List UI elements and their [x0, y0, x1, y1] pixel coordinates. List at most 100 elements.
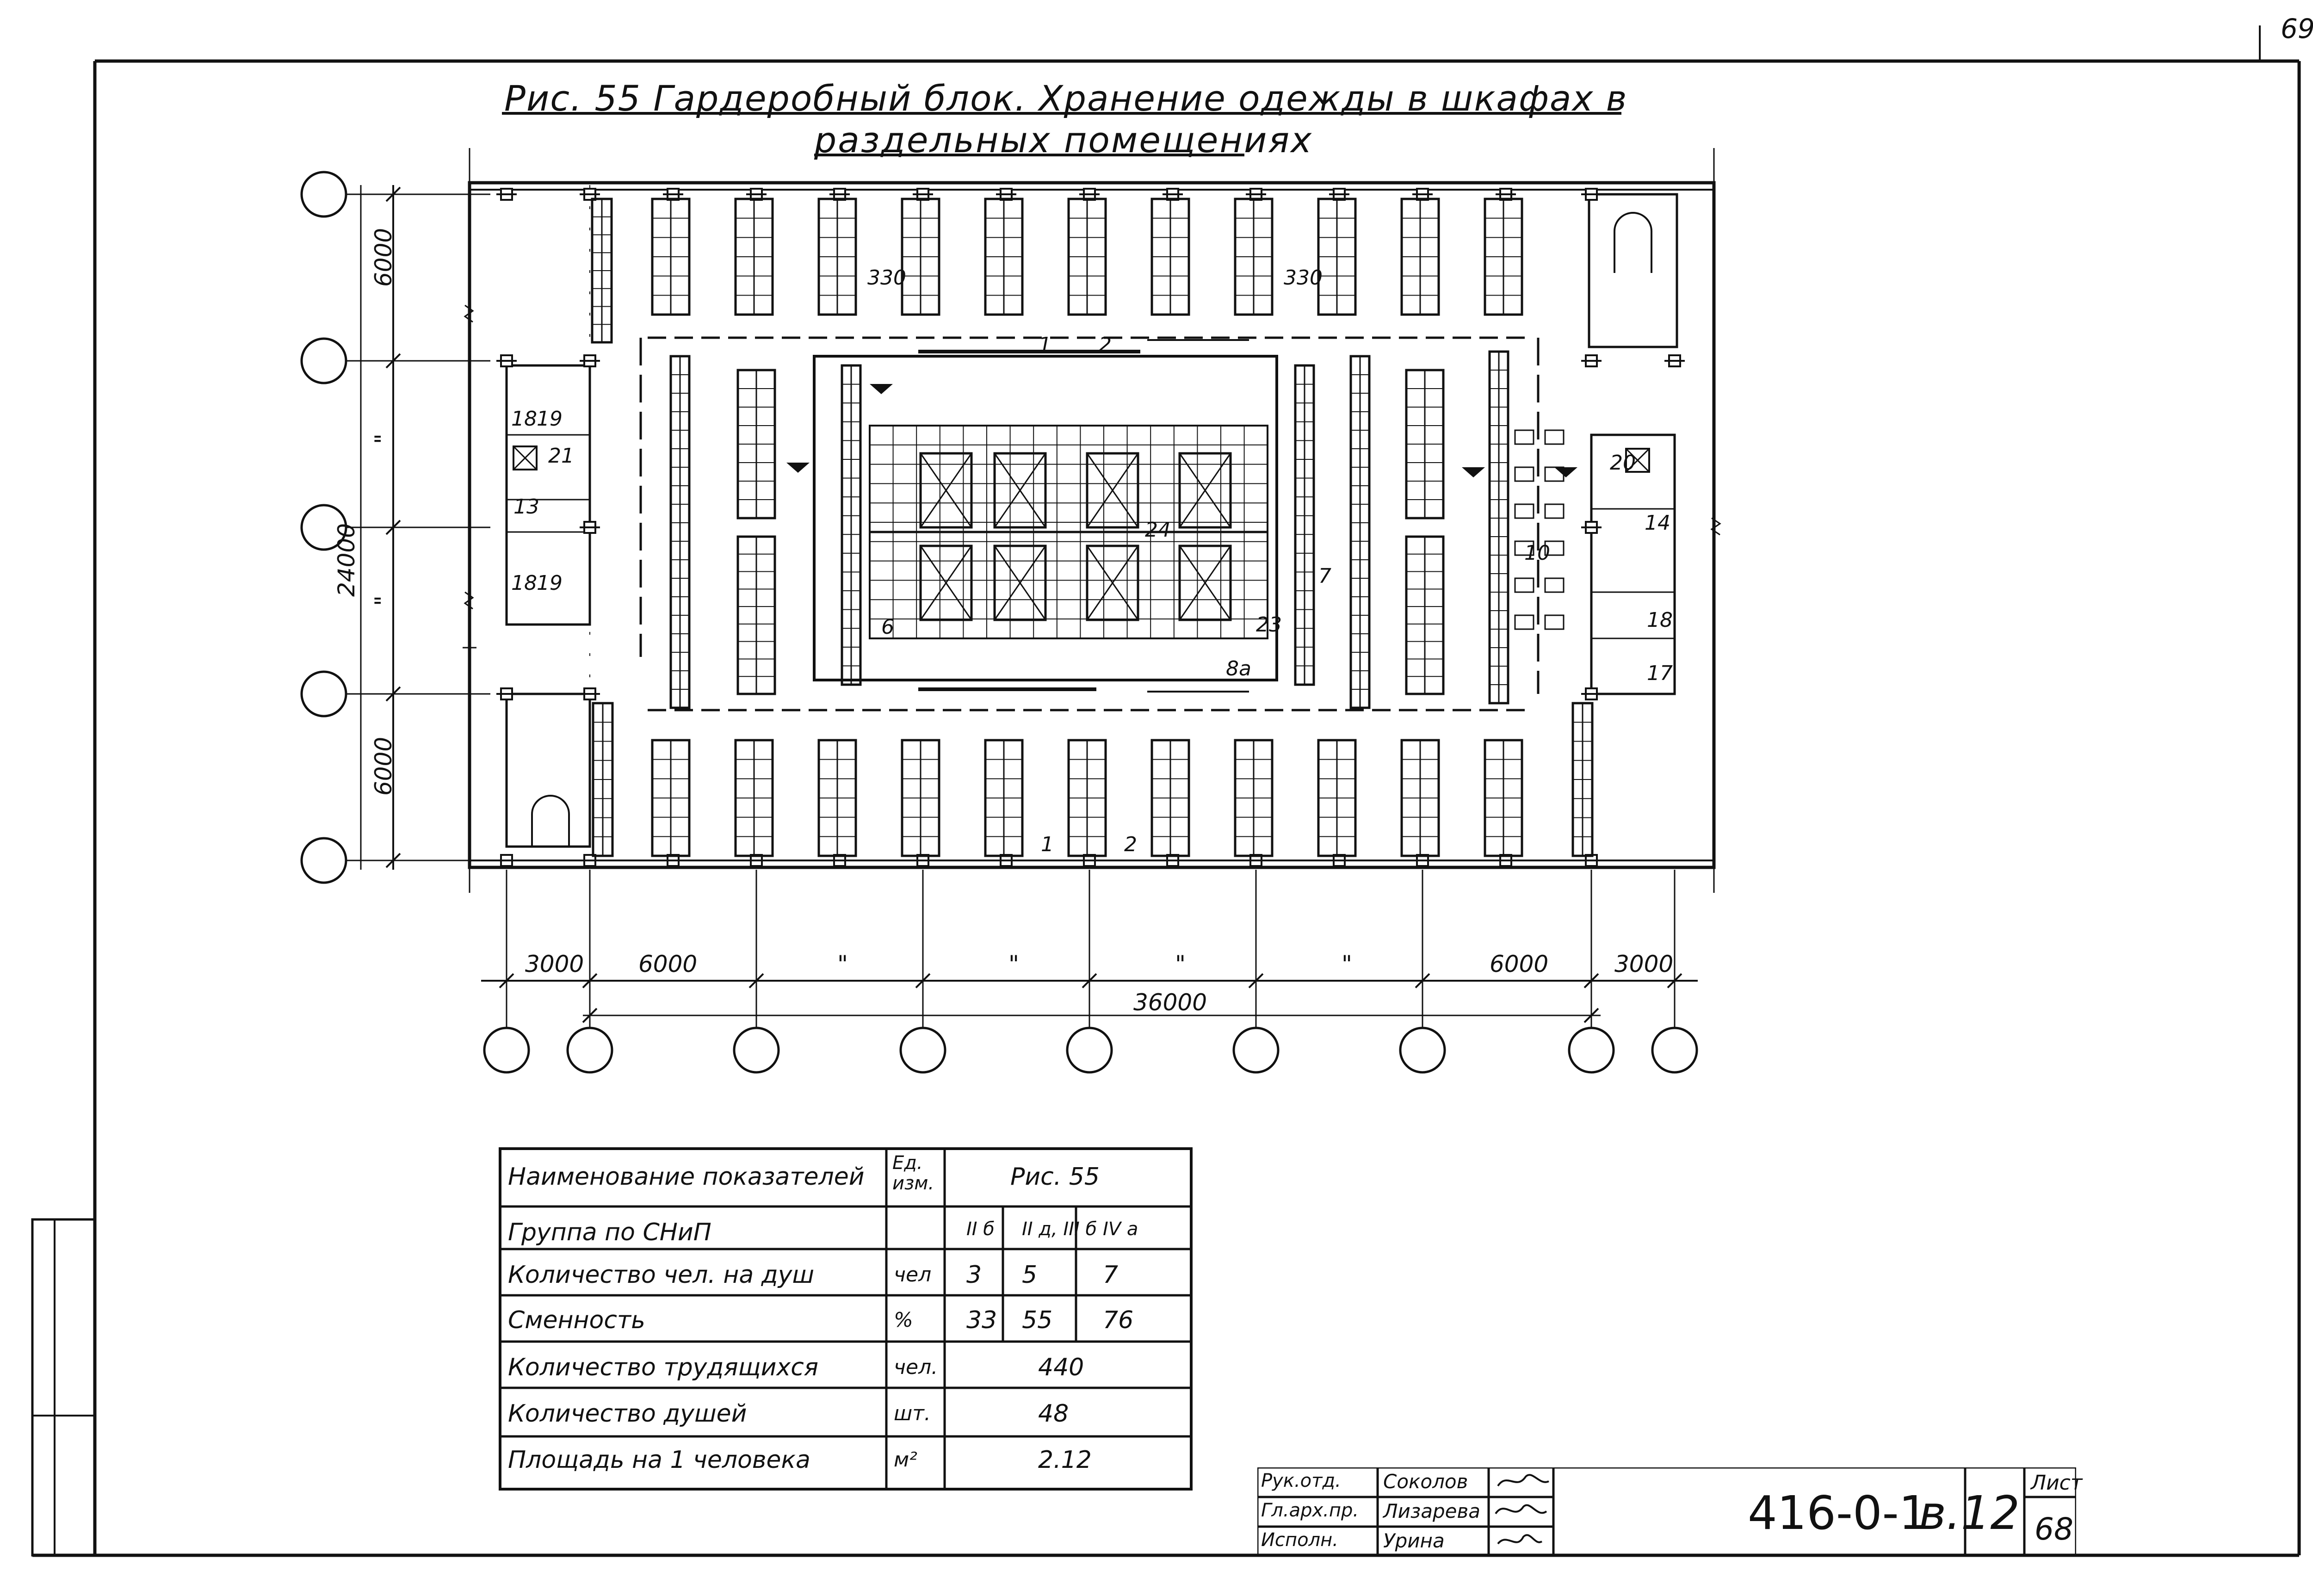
shower-cubicle	[1178, 452, 1232, 529]
stamp-role: Исполн.	[1261, 1529, 1338, 1551]
indicator-value: IV а	[1103, 1219, 1138, 1240]
dimension-tick	[1583, 973, 1599, 989]
indicator-value: II д, III б	[1022, 1219, 1097, 1240]
bench	[1514, 503, 1534, 519]
dimension-label-vertical: "	[370, 433, 397, 444]
indicator-value: 3	[966, 1261, 982, 1289]
indicator-value: 7	[1103, 1261, 1119, 1289]
indicator-name: Площадь на 1 человека	[508, 1446, 810, 1474]
dimension-tick	[748, 973, 764, 989]
room-label: 330	[1284, 266, 1323, 290]
room-label: 1	[1039, 333, 1051, 357]
stamp-person: Соколов	[1383, 1470, 1468, 1493]
dimension-tick	[582, 973, 598, 989]
bench	[1544, 503, 1565, 519]
dimension-tick	[1583, 1008, 1599, 1023]
dimension-label-vertical: 6000	[370, 228, 397, 287]
indicator-value: 2.12	[1038, 1446, 1092, 1474]
dimension-label-horizontal: "	[837, 951, 848, 977]
stamp-grid	[1257, 1467, 2076, 1556]
room-label: 24	[1145, 518, 1171, 542]
stamp-person: Урина	[1383, 1529, 1445, 1552]
dimension-tick	[385, 353, 401, 369]
room-label: 21	[548, 444, 574, 468]
room-label: 6	[881, 615, 894, 639]
sheet-number: 68	[2035, 1511, 2073, 1547]
indicator-unit: %	[894, 1308, 913, 1332]
stamp-role: Гл.арх.пр.	[1261, 1500, 1359, 1521]
axis-bubble	[566, 1027, 613, 1074]
indicator-unit: чел	[894, 1263, 932, 1287]
dimension-label-horizontal: "	[1175, 951, 1186, 977]
indicator-name: Количество душей	[508, 1400, 747, 1428]
room-label: 2	[1099, 333, 1112, 357]
shower-cross	[920, 545, 972, 620]
page-number: 69	[2281, 13, 2313, 44]
bench	[1514, 540, 1534, 556]
dimension-label-vertical: 6000	[370, 736, 397, 796]
dimension-label-vertical: "	[370, 595, 397, 606]
header-name: Наименование показателей	[508, 1163, 865, 1191]
document-code: 416-0-1	[1748, 1486, 1929, 1540]
entry-arrow	[1462, 467, 1485, 477]
dimension-tick	[1248, 973, 1264, 989]
indicator-name: Сменность	[508, 1306, 645, 1334]
room-label: 20	[1610, 451, 1636, 475]
room-label: 1	[1041, 833, 1054, 856]
dimension-tick	[582, 1008, 598, 1023]
indicator-name: Количество трудящихся	[508, 1354, 819, 1381]
shower-cubicle	[993, 544, 1047, 621]
entry-arrow	[786, 463, 810, 473]
title-underlines	[502, 112, 1621, 156]
indicator-unit: шт.	[894, 1402, 931, 1425]
shower-cubicle	[919, 544, 973, 621]
shower-cross	[994, 453, 1046, 528]
bench	[1544, 577, 1565, 593]
room-label: 13	[513, 495, 539, 519]
shower-cubicle	[993, 452, 1047, 529]
indicator-value: 5	[1022, 1261, 1038, 1289]
room-label: 14	[1645, 511, 1670, 535]
shower-cubicle	[1086, 452, 1139, 529]
indicator-value: 33	[966, 1306, 997, 1334]
dimension-total-horizontal: 36000	[1133, 989, 1207, 1016]
indicator-value: 48	[1038, 1400, 1069, 1428]
sheet-label: Лист	[2031, 1471, 2083, 1495]
dimension-label-horizontal: "	[1342, 951, 1352, 977]
room-label: 10	[1524, 541, 1550, 565]
bench	[1514, 466, 1534, 482]
dimension-label-horizontal: 3000	[1614, 951, 1674, 977]
shower-cross	[1179, 545, 1231, 620]
dimension-tick	[385, 186, 401, 202]
stamp-person: Лизарева	[1383, 1500, 1480, 1522]
dimension-tick	[385, 853, 401, 868]
indicator-value: 440	[1038, 1354, 1084, 1381]
shower-cross	[1086, 545, 1139, 620]
header-figure: Рис. 55	[1010, 1163, 1100, 1191]
room-label: 2	[1124, 833, 1137, 856]
signatures	[1495, 1474, 1549, 1545]
indicator-unit: м²	[894, 1448, 917, 1472]
axis-bubble	[1399, 1027, 1446, 1074]
entry-arrow	[870, 384, 893, 394]
floor-plan	[300, 148, 1721, 1074]
indicator-name: Количество чел. на душ	[508, 1261, 815, 1289]
dimension-label-vertical: 24000	[333, 523, 360, 597]
shower-cross	[1086, 453, 1139, 528]
axis-bubble	[1568, 1027, 1615, 1074]
indicator-unit: чел.	[894, 1355, 938, 1379]
room-label: 18	[511, 407, 537, 431]
bench	[1544, 540, 1565, 556]
axis-bubble	[300, 837, 347, 884]
header-unit: Ед. изм.	[892, 1152, 934, 1194]
dimension-tick	[1667, 973, 1682, 989]
dimension-label-horizontal: 6000	[638, 951, 698, 977]
axis-bubble	[1066, 1027, 1113, 1074]
issue-number: в.12	[1919, 1486, 2020, 1540]
shower-cross	[920, 453, 972, 528]
axis-bubble	[1651, 1027, 1698, 1074]
dimension-label-horizontal: 3000	[525, 951, 584, 977]
dimension-label-horizontal: "	[1008, 951, 1019, 977]
